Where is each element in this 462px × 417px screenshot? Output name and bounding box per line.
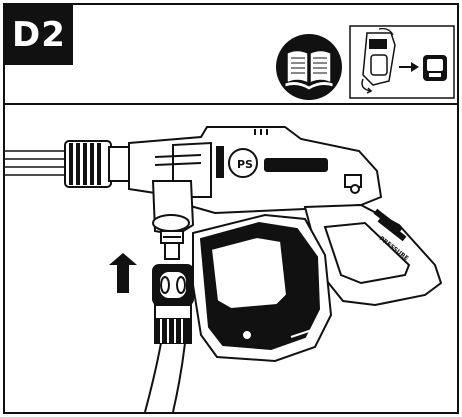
instruction-frame: D2 (3, 3, 459, 414)
hose-connector (152, 264, 194, 344)
arrow-up-icon (109, 253, 137, 293)
gun-handle: PRESSURE (303, 203, 443, 307)
pressure-washer-illustration: PS (5, 105, 457, 412)
battery-pack (192, 213, 333, 363)
step-header: D2 (5, 5, 457, 105)
step-label: D2 (5, 5, 73, 65)
battery-insert-diagram (349, 25, 455, 99)
inlet-elbow (151, 180, 195, 260)
lance-coupling (64, 140, 132, 188)
svg-text:PS: PS (237, 158, 253, 171)
garden-hose (144, 342, 186, 412)
open-book-icon (275, 33, 343, 101)
lance-tube (5, 150, 65, 176)
